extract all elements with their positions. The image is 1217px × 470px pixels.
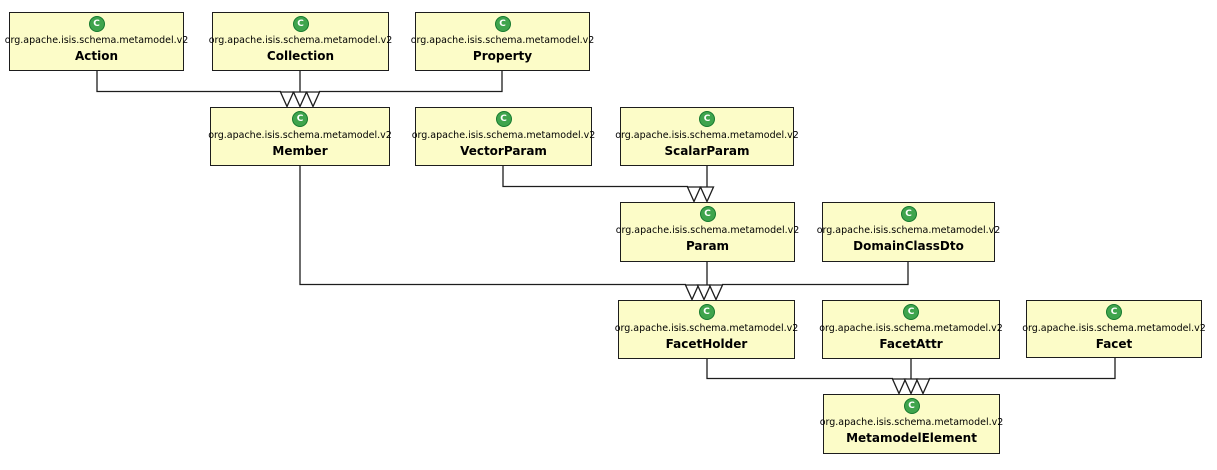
class-node-vectorparam[interactable]: C org.apache.isis.schema.metamodel.v2 Ve… bbox=[412, 107, 595, 166]
class-name: MetamodelElement bbox=[846, 431, 977, 446]
class-name: DomainClassDto bbox=[853, 239, 964, 254]
class-node-scalarparam[interactable]: C org.apache.isis.schema.metamodel.v2 Sc… bbox=[615, 107, 799, 166]
class-name: Collection bbox=[266, 49, 335, 64]
class-icon: C bbox=[699, 206, 716, 222]
generalization-arrowhead bbox=[279, 91, 295, 109]
class-package: org.apache.isis.schema.metamodel.v2 bbox=[1022, 323, 1206, 334]
class-icon: C bbox=[1106, 304, 1122, 320]
class-icon: C bbox=[698, 304, 715, 320]
generalization-arrowhead bbox=[305, 91, 321, 109]
class-node-facet[interactable]: C org.apache.isis.schema.metamodel.v2 Fa… bbox=[1022, 300, 1206, 358]
class-package: org.apache.isis.schema.metamodel.v2 bbox=[208, 35, 393, 46]
class-icon: C bbox=[292, 111, 308, 127]
class-name: ScalarParam bbox=[664, 144, 750, 159]
generalization-arrowhead bbox=[891, 378, 907, 396]
class-icon: C bbox=[900, 206, 917, 222]
generalization-arrowhead bbox=[915, 378, 931, 396]
class-node-domainclassdto[interactable]: C org.apache.isis.schema.metamodel.v2 Do… bbox=[817, 202, 1000, 262]
class-node-action[interactable]: C org.apache.isis.schema.metamodel.v2 Ac… bbox=[5, 12, 188, 71]
edge-action-member bbox=[96, 71, 281, 93]
edge-facet-metamodelelement bbox=[929, 358, 1116, 380]
class-package: org.apache.isis.schema.metamodel.v2 bbox=[614, 323, 799, 334]
class-node-metamodelelement[interactable]: C org.apache.isis.schema.metamodel.v2 Me… bbox=[820, 394, 1003, 454]
class-name: FacetAttr bbox=[879, 337, 943, 352]
class-icon: C bbox=[88, 16, 105, 32]
class-name: Property bbox=[472, 49, 533, 64]
edge-property-member bbox=[319, 71, 503, 93]
class-name: FacetHolder bbox=[665, 337, 748, 352]
class-package: org.apache.isis.schema.metamodel.v2 bbox=[615, 130, 799, 141]
edge-facetholder-metamodelelement bbox=[706, 359, 893, 380]
class-package: org.apache.isis.schema.metamodel.v2 bbox=[615, 225, 800, 236]
class-package: org.apache.isis.schema.metamodel.v2 bbox=[4, 35, 189, 46]
class-name: Action bbox=[74, 49, 119, 64]
class-icon: C bbox=[292, 16, 309, 32]
generalization-arrowhead bbox=[696, 284, 712, 302]
class-name: Member bbox=[272, 144, 328, 159]
generalization-arrowhead bbox=[684, 284, 700, 302]
generalization-arrowhead bbox=[699, 186, 715, 204]
edge-vectorparam-param bbox=[502, 166, 688, 188]
class-node-param[interactable]: C org.apache.isis.schema.metamodel.v2 Pa… bbox=[616, 202, 799, 262]
generalization-arrowhead bbox=[292, 91, 308, 109]
edge-domainclassdto-facetholder bbox=[722, 262, 909, 286]
class-name: Facet bbox=[1095, 337, 1133, 352]
class-icon: C bbox=[903, 304, 919, 320]
class-icon: C bbox=[699, 111, 715, 127]
generalization-arrowhead bbox=[708, 284, 724, 302]
class-icon: C bbox=[495, 111, 512, 127]
class-node-property[interactable]: C org.apache.isis.schema.metamodel.v2 Pr… bbox=[411, 12, 594, 71]
class-node-facetholder[interactable]: C org.apache.isis.schema.metamodel.v2 Fa… bbox=[615, 300, 798, 359]
class-node-collection[interactable]: C org.apache.isis.schema.metamodel.v2 Co… bbox=[209, 12, 392, 71]
class-package: org.apache.isis.schema.metamodel.v2 bbox=[819, 323, 1003, 334]
class-package: org.apache.isis.schema.metamodel.v2 bbox=[208, 130, 392, 141]
class-package: org.apache.isis.schema.metamodel.v2 bbox=[411, 130, 596, 141]
class-node-member[interactable]: C org.apache.isis.schema.metamodel.v2 Me… bbox=[208, 107, 392, 166]
generalization-arrowhead bbox=[686, 186, 702, 204]
class-name: Param bbox=[685, 239, 730, 254]
class-package: org.apache.isis.schema.metamodel.v2 bbox=[410, 35, 595, 46]
class-icon: C bbox=[903, 398, 920, 414]
class-package: org.apache.isis.schema.metamodel.v2 bbox=[816, 225, 1001, 236]
class-package: org.apache.isis.schema.metamodel.v2 bbox=[819, 417, 1004, 428]
class-name: VectorParam bbox=[460, 144, 547, 159]
generalization-arrowhead bbox=[903, 378, 919, 396]
class-icon: C bbox=[494, 16, 511, 32]
class-node-facetattr[interactable]: C org.apache.isis.schema.metamodel.v2 Fa… bbox=[819, 300, 1003, 359]
